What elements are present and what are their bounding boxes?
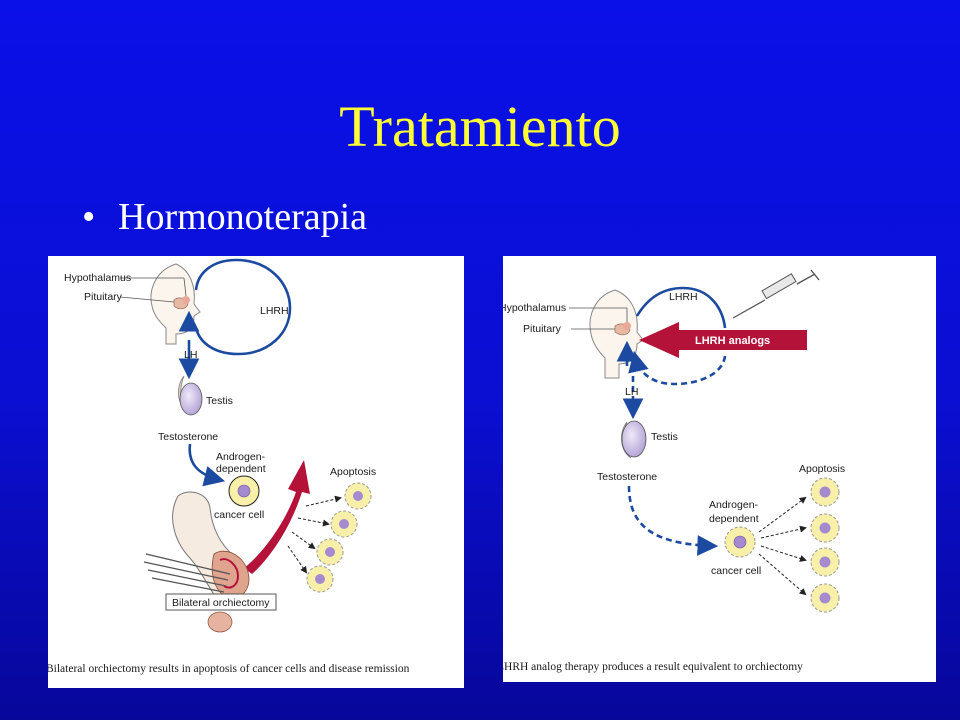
lhrh-analogs-arrow-icon — [639, 322, 807, 358]
testis-icon — [179, 382, 203, 416]
label-testis: Testis — [206, 395, 233, 407]
label-orchiectomy: Bilateral orchiectomy — [172, 597, 270, 609]
apoptosis-arrows — [287, 495, 342, 574]
caption-left: Bilateral orchiectomy results in apoptos… — [48, 663, 410, 675]
label-lh: LH — [625, 386, 638, 398]
label-lh: LH — [184, 349, 197, 361]
caption-right: LHRH analog therapy produces a result eq… — [503, 661, 803, 673]
label-lhrh: LHRH — [669, 291, 698, 303]
diagram-orchiectomy: Hypothalamus Pituitary LHRH LH Testis Te… — [48, 256, 464, 688]
apoptosis-arrows — [758, 496, 807, 596]
apoptotic-cells — [810, 477, 840, 613]
orchiectomy-box — [165, 593, 277, 611]
label-testosterone: Testosterone — [597, 471, 657, 483]
label-androgen-1: Androgen- — [216, 451, 266, 463]
testosterone-arrow — [627, 485, 719, 556]
orchiectomy-svg: Hypothalamus Pituitary LHRH LH Testis Te… — [48, 258, 410, 675]
surgical-instruments-icon — [143, 553, 231, 593]
label-androgen-2: dependent — [709, 513, 759, 525]
syringe-icon — [732, 269, 820, 319]
hypothalamus-icon — [182, 296, 190, 304]
lhrh-loop — [194, 258, 292, 356]
slide-title: Tratamiento — [339, 94, 621, 159]
apoptotic-cells — [306, 482, 372, 593]
label-lhrh-analogs: LHRH analogs — [695, 335, 770, 347]
label-cancer-cell: cancer cell — [711, 565, 761, 577]
label-cancer-cell: cancer cell — [214, 509, 264, 521]
bullet-text: Hormonoterapia — [118, 196, 368, 238]
lhrh-loop — [635, 286, 727, 329]
testosterone-arrow — [188, 443, 226, 487]
label-apoptosis: Apoptosis — [799, 463, 845, 475]
label-hypothalamus: Hypothalamus — [64, 272, 131, 284]
label-pituitary: Pituitary — [523, 323, 562, 335]
lhrh-loop-dashed — [628, 350, 727, 386]
label-testosterone: Testosterone — [158, 431, 218, 443]
label-hypothalamus: Hypothalamus — [503, 302, 566, 314]
bullet-dot-icon: • — [82, 196, 96, 238]
lhrh-analog-svg: LHRH analogs LHRH Hypothalamus Pituitary… — [503, 269, 845, 673]
label-androgen-1: Androgen- — [709, 499, 759, 511]
label-lhrh: LHRH — [260, 305, 289, 317]
label-androgen-2: dependent — [216, 463, 266, 475]
diagram-lhrh-analog: LHRH analogs LHRH Hypothalamus Pituitary… — [503, 256, 936, 682]
label-apoptosis: Apoptosis — [330, 466, 376, 478]
bullet-item: • Hormonoterapia — [82, 192, 367, 242]
label-testis: Testis — [651, 431, 678, 443]
hypothalamus-icon — [623, 322, 631, 330]
testis-icon — [621, 420, 647, 458]
head-outline — [589, 289, 644, 379]
label-pituitary: Pituitary — [84, 291, 123, 303]
remission-arrow-icon — [244, 460, 310, 574]
